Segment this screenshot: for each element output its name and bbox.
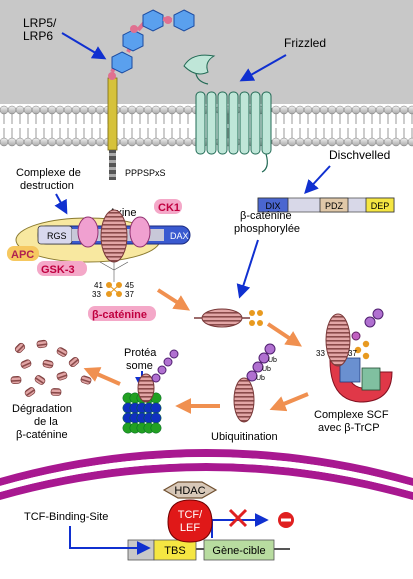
degradation-label-2: de la xyxy=(34,416,59,428)
site-41: 41 xyxy=(94,281,103,290)
complex-label-2: destruction xyxy=(20,180,74,192)
peptide-fragment xyxy=(50,388,62,396)
peptide-fragment xyxy=(80,375,92,385)
lrp-label-1: LRP5/ xyxy=(23,16,57,30)
proteasome-substrate xyxy=(137,349,179,403)
beta-catenin-label: β-caténine xyxy=(92,309,147,321)
beta-catenin-bound xyxy=(100,209,128,263)
degradation-label-1: Dégradation xyxy=(12,403,72,415)
ck1-badge xyxy=(154,199,182,214)
scf-site-33: 33 xyxy=(316,349,325,358)
proteasome-subunit xyxy=(150,402,162,414)
site-33: 33 xyxy=(92,290,101,299)
gsk3-label: GSK-3 xyxy=(41,264,75,276)
peptide-fragment xyxy=(56,347,68,357)
pdz-label: PDZ xyxy=(325,201,344,211)
flow-proteasome-to-deg xyxy=(83,367,121,386)
scf-label-2: avec β-TrCP xyxy=(318,422,380,434)
dep-domain xyxy=(365,197,395,213)
frizzled-arrow xyxy=(239,54,287,82)
tbs-label: TBS xyxy=(164,545,185,557)
phosphorylated-beta-catenin xyxy=(194,308,263,328)
site-45: 45 xyxy=(125,281,134,290)
frizzled-receptor xyxy=(183,54,272,173)
scf-label-1: Complexe SCF xyxy=(314,409,389,421)
motif-label: PPPSPxS xyxy=(125,168,166,178)
peptide-fragment xyxy=(14,342,26,354)
target-gene-label: Gène-cible xyxy=(212,545,265,557)
dishevelled-protein: DIX PDZ DEP xyxy=(257,197,395,213)
ubiquitinated-beta-catenin: Ub Ub Ub xyxy=(233,343,277,423)
dishevelled-label: Dischvelled xyxy=(329,148,390,162)
gsk3-protein xyxy=(77,216,99,248)
tcf-site-label: TCF-Binding-Site xyxy=(24,511,108,523)
peptide-fragment xyxy=(68,356,80,368)
peptide-fragment xyxy=(56,371,68,381)
ub-1: Ub xyxy=(256,375,265,382)
tcf-label-1: TCF/ xyxy=(178,509,203,521)
gene-locus: TBS Gène-cible xyxy=(127,539,290,561)
ck1-label: CK1 xyxy=(158,202,180,214)
lrp-receptor xyxy=(107,9,195,180)
tcf-site-arrow xyxy=(69,526,151,555)
proteasome-label-2: some xyxy=(126,360,153,372)
peptide-fragment xyxy=(20,359,32,369)
ub-3: Ub xyxy=(268,357,277,364)
destruction-complex: RGS DAX 41 33 45 37 xyxy=(15,209,191,299)
peptide-fragment xyxy=(42,359,54,369)
scf-complex: 33 37 xyxy=(316,308,393,403)
peptide-fragment xyxy=(36,339,48,349)
phos-arrow xyxy=(236,239,259,299)
dep-label: DEP xyxy=(371,201,390,211)
ub-2: Ub xyxy=(262,366,271,373)
ck1-protein xyxy=(129,216,151,248)
proteasome-label-1: Protéa xyxy=(124,347,157,359)
site-37: 37 xyxy=(125,290,134,299)
rgs-label: RGS xyxy=(47,231,67,241)
ubiquitination-label: Ubiquitination xyxy=(211,431,278,443)
beta-catenin-badge xyxy=(88,306,156,321)
gsk3-badge xyxy=(37,261,87,276)
peptide-fragment xyxy=(34,375,46,385)
target-gene-box xyxy=(203,539,275,561)
dix-domain xyxy=(257,197,289,213)
apc-badge xyxy=(7,246,39,261)
hdac-label: HDAC xyxy=(174,485,205,497)
flow-complex-to-phos xyxy=(156,288,191,311)
pdz-domain xyxy=(319,197,349,213)
proteasome-subunit xyxy=(150,412,162,424)
proteasome-subunit xyxy=(150,422,162,434)
flow-scf-to-ub xyxy=(269,392,309,412)
tbs-box xyxy=(153,539,197,561)
phos-label-2: phosphorylée xyxy=(234,223,300,235)
apc-label: APC xyxy=(11,249,34,261)
peptide-fragment xyxy=(10,376,22,384)
lrp-arrow xyxy=(61,32,107,60)
complex-label-1: Complexe de xyxy=(16,167,81,179)
hdac-protein: HDAC xyxy=(162,481,218,499)
peptide-fragment xyxy=(24,387,36,397)
phos-label-1: β-caténine xyxy=(240,210,292,222)
dishevelled-arrow xyxy=(304,165,331,195)
scf-site-37: 37 xyxy=(348,349,357,358)
lrp-label-2: LRP6 xyxy=(23,29,53,43)
flow-arrows xyxy=(83,288,309,414)
flow-phos-to-scf xyxy=(266,322,302,347)
dax-label: DAX xyxy=(170,231,189,241)
tcf-label-2: LEF xyxy=(180,522,200,534)
degradation-label-3: β-caténine xyxy=(16,429,68,441)
tcf-lef-protein: TCF/ LEF xyxy=(167,499,213,543)
frizzled-label: Frizzled xyxy=(284,36,326,50)
degradation-fragments xyxy=(10,339,92,397)
complex-arrow xyxy=(54,193,68,215)
dix-label: DIX xyxy=(265,201,280,211)
